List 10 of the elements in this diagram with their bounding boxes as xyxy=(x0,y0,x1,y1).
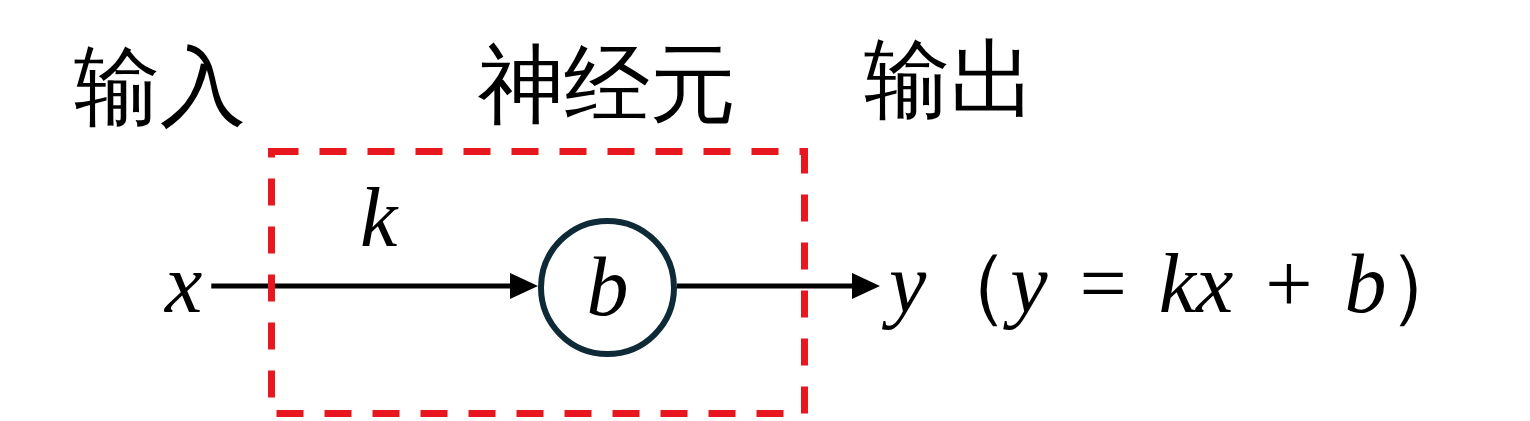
arrow xyxy=(211,272,538,299)
box-heading: 神经元 xyxy=(478,41,736,127)
column-heading: 输入 xyxy=(74,43,246,129)
column-heading: 输出 xyxy=(864,36,1036,122)
output-formula: y（y = kx + b） xyxy=(884,234,1476,335)
node-label: b xyxy=(585,239,630,336)
neuron-circle xyxy=(538,218,677,357)
variable-label: x xyxy=(160,234,208,335)
arrow xyxy=(677,272,880,299)
edge-label: k xyxy=(359,170,400,266)
